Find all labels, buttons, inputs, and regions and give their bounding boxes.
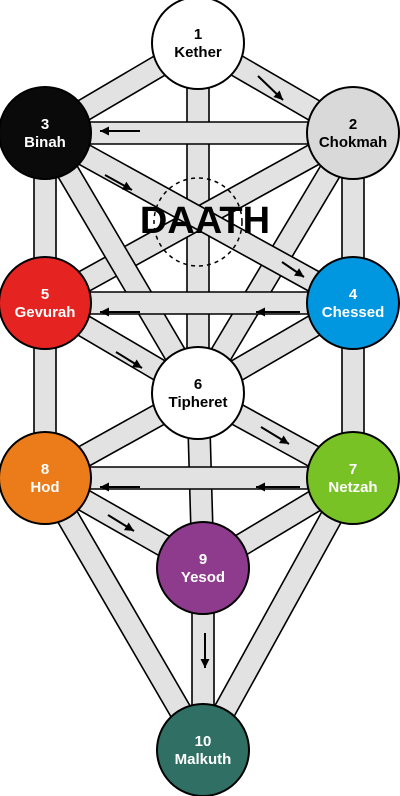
daath-label: DAATH [140,200,270,242]
sephirah-name: Netzah [328,479,377,496]
sephirah-name: Kether [174,44,222,61]
sephirah-name: Chessed [322,304,385,321]
daath-dashed-circle [153,177,243,267]
flow-arrow [100,307,140,317]
sephirah-number: 9 [199,551,207,568]
sephirah-circle [156,703,250,796]
flow-arrow [107,514,135,532]
sephirah-number: 8 [41,461,49,478]
sephirah-circle [156,521,250,615]
sephirah-circle [151,0,245,90]
sephirah-name: Binah [24,134,66,151]
arrows-layer [100,75,305,668]
sephirah-name: Tipheret [169,394,228,411]
sephirah-number: 10 [195,733,212,750]
flow-arrow [260,426,290,445]
flow-arrow [281,261,305,278]
sephirah-number: 3 [41,116,49,133]
sephirah-name: Yesod [181,569,225,586]
flow-arrow [115,351,143,369]
flow-arrow [104,174,133,191]
flow-arrow [100,126,140,136]
sephirah-number: 6 [194,376,202,393]
sephirah-circle [0,431,92,525]
sephirah-circle [151,346,245,440]
sephirah-name: Chokmah [319,134,387,151]
sephirah-circle [0,86,92,180]
flow-arrow [200,633,210,668]
sephirah-name: Hod [30,479,59,496]
sephirah-number: 2 [349,116,357,133]
daath-layer: DAATH [140,177,270,267]
sephirah-name: Malkuth [175,751,232,768]
flow-arrow [256,307,300,317]
flow-arrow [256,482,300,492]
sephirah-number: 1 [194,26,202,43]
flow-arrow [257,75,284,101]
sephirah-circle [306,431,400,525]
sephirah-number: 5 [41,286,49,303]
sephirah-circle [306,86,400,180]
sephirah-number: 4 [349,286,358,303]
flow-arrow [100,482,140,492]
sephirah-name: Gevurah [15,304,76,321]
sephirah-number: 7 [349,461,357,478]
sephirah-circle [306,256,400,350]
sephirah-circle [0,256,92,350]
